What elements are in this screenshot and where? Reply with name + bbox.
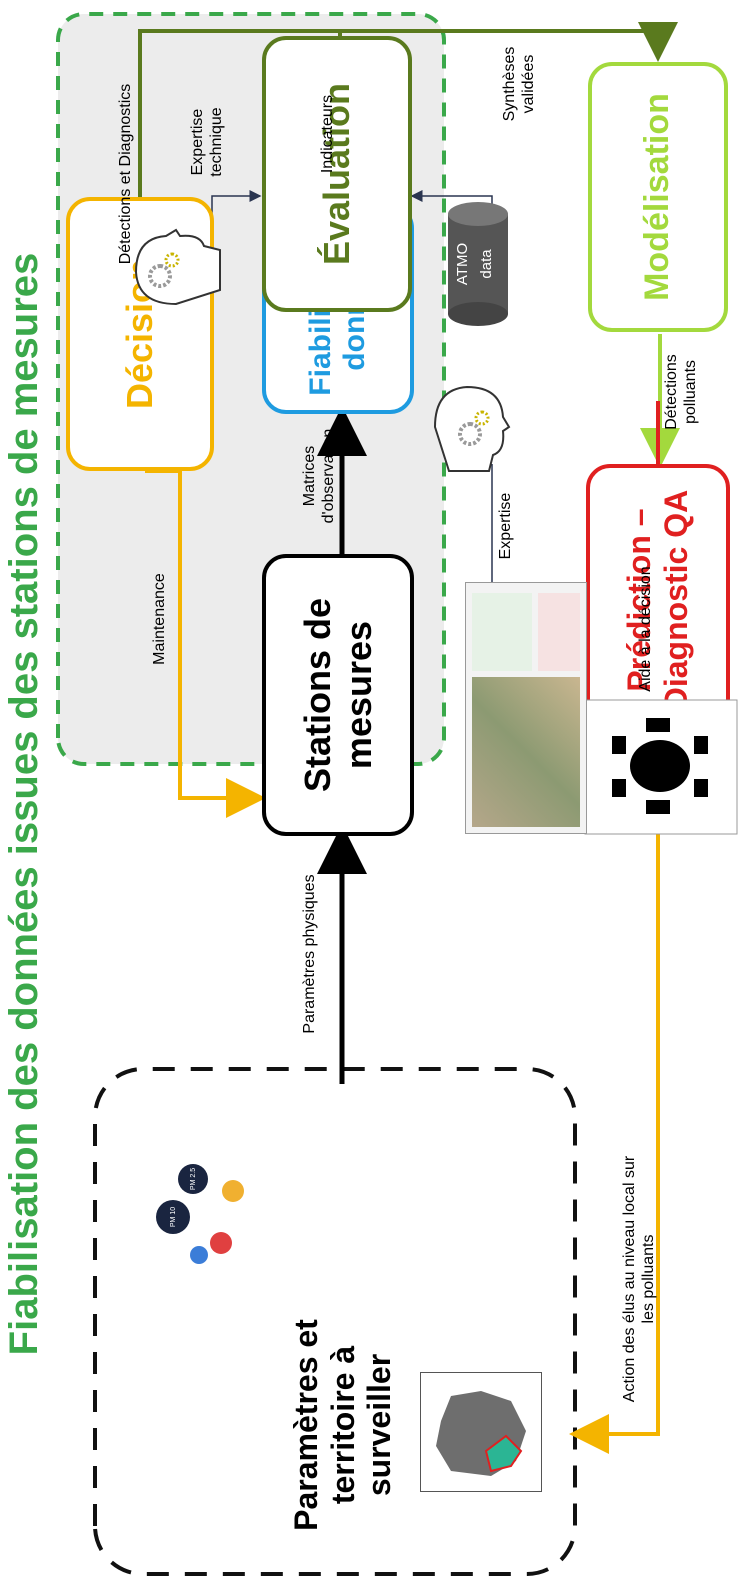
pm25-bubble: PM 2.5 (178, 1164, 208, 1194)
map-icon (420, 1372, 542, 1492)
molecule-h2o-icon (190, 1246, 208, 1264)
molecule-co-icon (210, 1232, 232, 1254)
pm10-bubble: PM 10 (156, 1200, 190, 1234)
molecule-no2-icon (222, 1180, 244, 1202)
dashboard-screenshot (465, 582, 587, 834)
